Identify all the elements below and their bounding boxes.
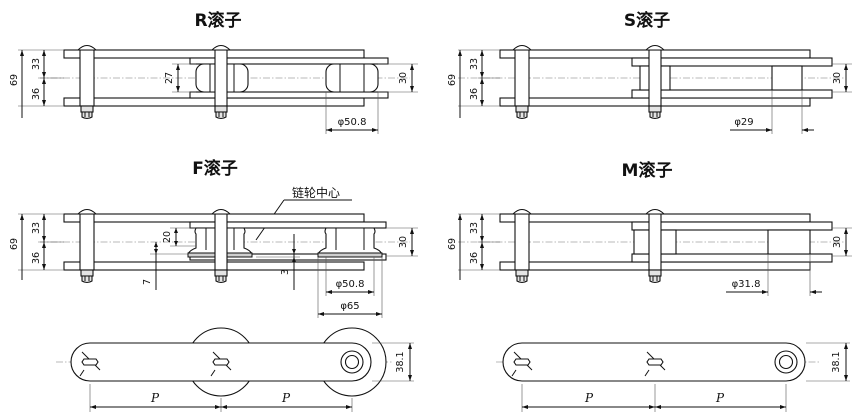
flanged-roller-right [317,227,383,255]
dim-s-bottom: 36 [469,88,480,100]
cotter-pin-mid [644,351,666,377]
pin-mid [214,213,228,271]
roller-right [325,63,379,93]
outer-plate-top [63,213,365,223]
dim-m-top: 33 [469,222,480,234]
title-r-roller: R滚子 [194,10,241,31]
inner-plate-top [631,57,833,67]
dim-f-total: 69 [9,238,20,250]
inner-plate-top [189,57,389,65]
dim-m-total: 69 [447,238,458,250]
dim-f-bottom: 36 [31,252,42,264]
flange-right [317,252,383,258]
dim-r-top: 33 [31,58,42,70]
dim-f-top: 33 [31,222,42,234]
dim-r-diameter: φ50.8 [338,117,367,128]
dim-s-right-height: 30 [832,72,843,84]
link-plate-inner [655,342,806,382]
dim-f-flange-diameter: φ65 [340,301,359,312]
roller-right [771,65,803,91]
inner-plate-top [631,221,833,231]
outer-plate-top [63,49,365,59]
dim-r-roller-height: 27 [164,72,175,84]
section-m-roller: M滚子 69 33 36 30 [447,160,852,296]
dim-f-right-height: 30 [398,236,409,248]
pitch-label-2: P [715,391,725,405]
section-r-roller: R滚子 69 33 36 [9,10,418,134]
bushing-inner [344,354,360,370]
title-s-roller: S滚子 [624,10,670,31]
inner-plate-top [189,221,387,229]
section-side-view-right: P P 38.1 [496,342,850,412]
dim-f-offset-3: 3 [280,269,291,275]
cotter-pin-left [511,351,533,377]
roller-right [767,229,811,255]
section-side-view-left: P P 38.1 [56,327,414,412]
pitch-label-1: P [584,391,594,405]
outer-plate-bottom [63,261,365,271]
cotter-pin-mid [210,351,232,377]
dim-side-right-height: 38.1 [831,351,842,372]
pin-mid [214,49,228,107]
inner-plate-bottom [189,91,389,99]
title-m-roller: M滚子 [622,160,673,181]
section-s-roller: S滚子 69 33 36 30 [447,10,852,134]
bushing-inner [778,354,794,370]
dim-side-left-height: 38.1 [395,351,406,372]
section-f-roller: F滚子 链轮中心 69 33 [9,158,418,318]
cotter-pin-left [79,351,101,377]
dim-f-upper: 20 [162,231,173,243]
inner-plate-bottom [631,253,833,263]
dim-r-total: 69 [9,74,20,86]
title-f-roller: F滚子 [192,158,238,179]
dim-m-bottom: 36 [469,252,480,264]
dim-m-right-height: 30 [832,236,843,248]
dim-s-total: 69 [447,74,458,86]
pitch-label-2: P [281,391,291,405]
dim-r-bottom: 36 [31,88,42,100]
callout-sprocket-center: 链轮中心 [292,185,340,200]
pin-left [514,213,530,271]
pin-left [514,49,530,107]
dim-m-diameter: φ31.8 [732,279,761,290]
dim-s-top: 33 [469,58,480,70]
inner-plate-bottom [631,89,833,99]
pin-left [79,213,95,271]
dim-f-roller-diameter: φ50.8 [336,279,365,290]
outer-plate-bottom [63,97,365,107]
dim-r-right-height: 30 [398,72,409,84]
pin-mid [648,49,662,107]
pitch-label-1: P [150,391,160,405]
dim-s-diameter: φ29 [734,117,753,128]
dim-f-offset-7: 7 [142,279,153,285]
pin-mid [648,213,662,271]
link-plate-inner [221,342,372,382]
pin-left [79,49,95,107]
